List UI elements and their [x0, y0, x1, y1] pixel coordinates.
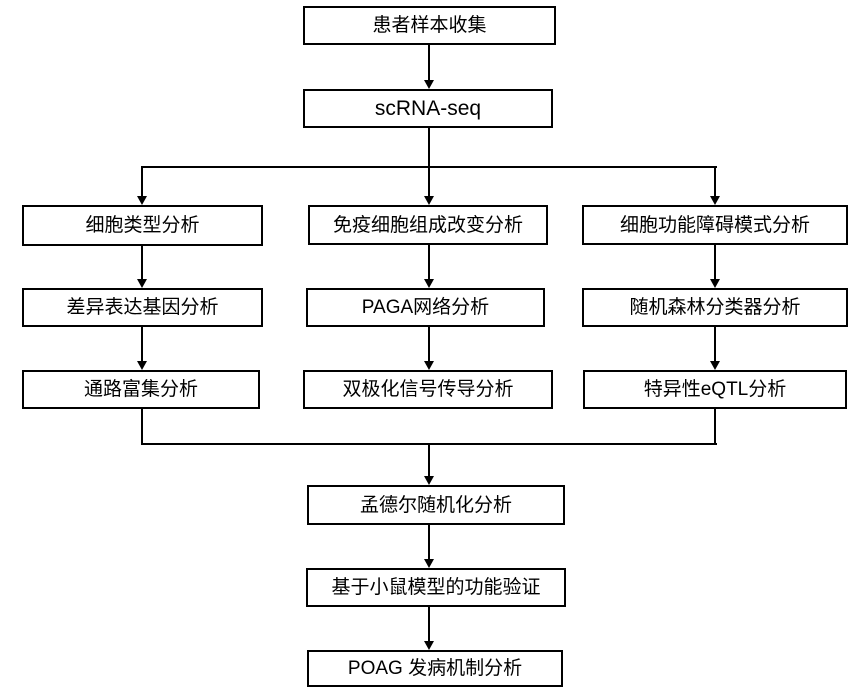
- arrowhead-down-icon: [424, 279, 434, 288]
- arrowhead-down-icon: [424, 80, 434, 89]
- arrowhead-down-icon: [710, 279, 720, 288]
- node-mendelian-randomization: 孟德尔随机化分析: [307, 485, 565, 525]
- connector-branch-right: [714, 166, 716, 197]
- connector-immune-to-paga: [428, 245, 430, 280]
- connector-dysfunction-to-rf: [714, 245, 716, 280]
- node-immune-composition: 免疫细胞组成改变分析: [308, 205, 548, 245]
- connector-mendelian-to-mouse: [428, 525, 430, 560]
- arrowhead-down-icon: [424, 559, 434, 568]
- node-mouse-model-validation: 基于小鼠模型的功能验证: [306, 568, 566, 607]
- connector-mouse-to-poag: [428, 607, 430, 642]
- connector-deg-to-pathway: [141, 327, 143, 362]
- connector-rf-to-eqtl: [714, 327, 716, 362]
- node-deg-analysis: 差异表达基因分析: [22, 288, 263, 327]
- node-paga-network: PAGA网络分析: [306, 288, 545, 327]
- connector-pathway-merge-stub: [141, 409, 143, 445]
- node-cell-type-analysis: 细胞类型分析: [22, 205, 263, 246]
- node-scrna-seq: scRNA-seq: [303, 89, 553, 128]
- connector-eqtl-merge-stub: [714, 409, 716, 445]
- node-eqtl-analysis: 特异性eQTL分析: [583, 370, 847, 409]
- arrowhead-down-icon: [424, 476, 434, 485]
- arrowhead-down-icon: [424, 196, 434, 205]
- arrowhead-down-icon: [137, 361, 147, 370]
- connector-branch-left: [141, 166, 143, 197]
- arrowhead-down-icon: [710, 361, 720, 370]
- connector-paga-to-bipolar: [428, 327, 430, 362]
- arrowhead-down-icon: [424, 361, 434, 370]
- node-bipolar-signaling: 双极化信号传导分析: [303, 370, 553, 409]
- connector-merge-to-mendelian: [428, 445, 430, 477]
- arrowhead-down-icon: [710, 196, 720, 205]
- node-poag-mechanism: POAG 发病机制分析: [307, 650, 563, 687]
- connector-celltype-to-deg: [141, 246, 143, 280]
- connector-patient-to-scrnaseq: [428, 45, 430, 81]
- arrowhead-down-icon: [137, 196, 147, 205]
- node-pathway-enrichment: 通路富集分析: [22, 370, 260, 409]
- arrowhead-down-icon: [137, 279, 147, 288]
- arrowhead-down-icon: [424, 641, 434, 650]
- node-dysfunction-pattern: 细胞功能障碍模式分析: [582, 205, 848, 245]
- connector-branch-middle: [428, 166, 430, 197]
- connector-merge-horizontal: [141, 443, 717, 445]
- connector-scrnaseq-stub: [428, 128, 430, 168]
- node-patient-sample: 患者样本收集: [303, 6, 556, 45]
- node-random-forest: 随机森林分类器分析: [582, 288, 848, 327]
